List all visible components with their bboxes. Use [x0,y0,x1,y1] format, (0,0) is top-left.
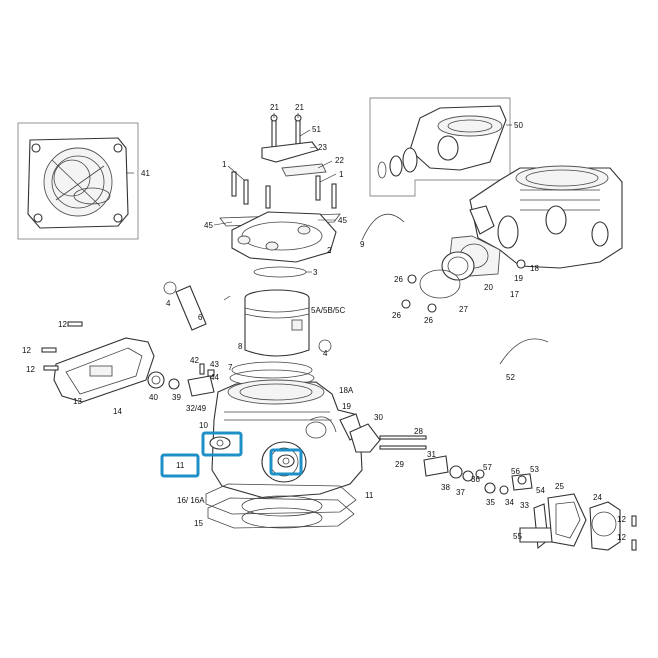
callout-53: 53 [530,465,539,474]
callout-12: 12 [617,515,626,524]
callout-45: 45 [204,221,213,230]
piston-assembly [163,281,332,357]
callout-41: 41 [141,169,150,178]
callout-38: 38 [441,483,450,492]
callout-6: 6 [198,313,203,322]
callout-51: 51 [312,125,321,134]
callout-20: 20 [484,283,493,292]
callout-40: 40 [149,393,158,402]
callout-1: 1 [339,170,344,179]
callout-2: 2 [327,246,332,255]
callout-10: 10 [199,421,208,430]
callout-37: 37 [456,488,465,497]
callout-15: 15 [194,519,203,528]
callout-27: 27 [459,305,468,314]
callout-8: 8 [238,342,243,351]
callout-57: 57 [483,463,492,472]
callout-12: 12 [617,533,626,542]
callout-34: 34 [505,498,514,507]
inset-gasket-set [17,122,139,240]
callout-4: 4 [166,299,171,308]
callout-29: 29 [395,460,404,469]
callout-54: 54 [536,486,545,495]
callout-21: 21 [295,103,304,112]
callout-25: 25 [555,482,564,491]
callout-12: 12 [26,365,35,374]
callout-19: 19 [514,274,523,283]
callout-22: 22 [335,156,344,165]
cylinder-block-right [361,165,623,313]
callout-9: 9 [360,240,365,249]
power-valve-assembly [349,338,637,551]
highlighted-part-11 [160,431,303,478]
callout-13: 13 [73,397,82,406]
callout-55: 55 [513,532,522,541]
callout-42: 42 [190,356,199,365]
callout-16-16a: 16/ 16A [177,496,205,505]
callout-36: 36 [471,475,480,484]
callout-24: 24 [593,493,602,502]
callout-21: 21 [270,103,279,112]
callout-11: 11 [365,491,374,500]
callout-26: 26 [424,316,433,325]
callout-23: 23 [318,143,327,152]
inset-cylinder-assembly [369,97,511,197]
callout-44: 44 [210,373,219,382]
callout-12: 12 [58,320,67,329]
callout-50: 50 [514,121,523,130]
callout-39: 39 [172,393,181,402]
cylinder-block [211,379,363,499]
callout-17: 17 [510,290,519,299]
callout-14: 14 [113,407,122,416]
callout-35: 35 [486,498,495,507]
callout-26: 26 [394,275,403,284]
callout-3: 3 [313,268,318,277]
cylinder-head-assembly [219,114,341,278]
callout-18: 18 [530,264,539,273]
callout-7: 7 [228,363,233,372]
callout-33: 33 [520,501,529,510]
callout-56: 56 [511,467,520,476]
exhaust-flange-left [41,321,215,403]
callout-labels: 21 21 51 23 22 1 1 45 45 2 3 41 50 9 18 … [22,103,626,542]
callout-19: 19 [342,402,351,411]
callout-11: 11 [176,461,185,470]
callout-43: 43 [210,360,219,369]
callout-18a: 18A [339,386,354,395]
callout-1: 1 [222,160,227,169]
callout-5a-5b-5c: 5A/5B/5C [311,306,345,315]
callout-32-49: 32/49 [186,404,207,413]
callout-28: 28 [414,427,423,436]
callout-30: 30 [374,413,383,422]
callout-4: 4 [323,349,328,358]
leader-lines [126,113,512,301]
base-gaskets [205,483,357,529]
callout-26: 26 [392,311,401,320]
callout-45: 45 [338,216,347,225]
callout-12: 12 [22,346,31,355]
callout-31: 31 [427,450,436,459]
callout-52: 52 [506,373,515,382]
